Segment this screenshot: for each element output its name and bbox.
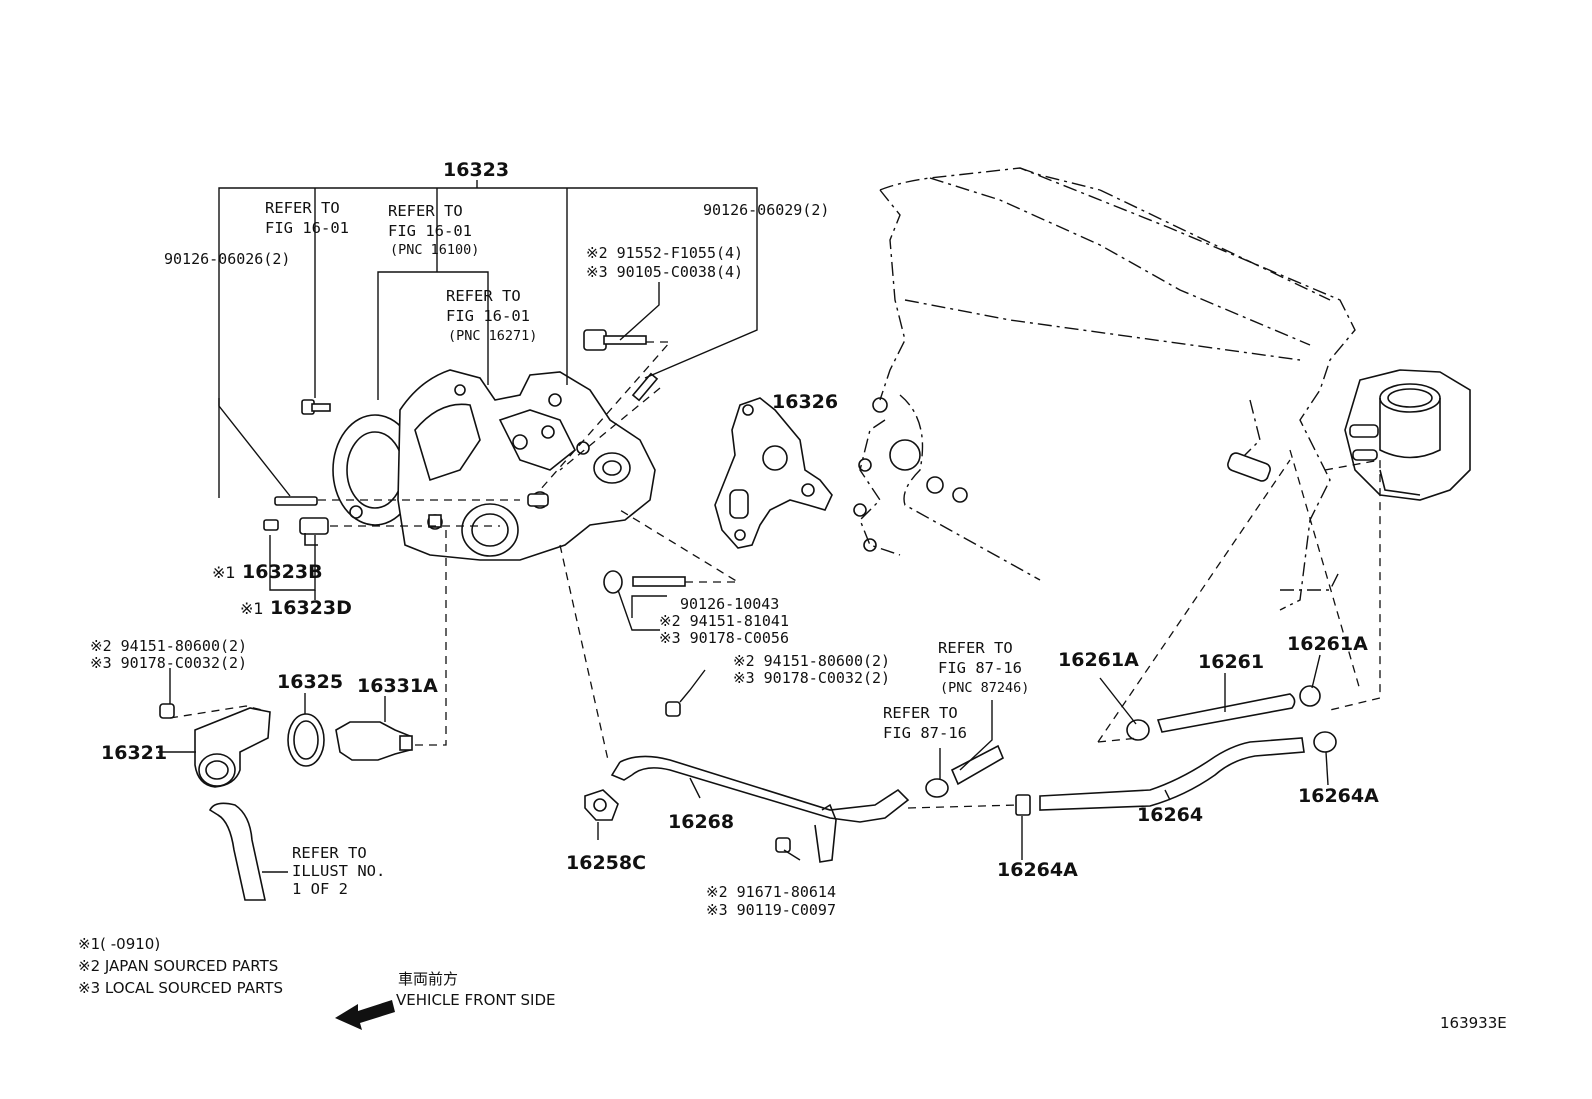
part-16268-label: 16268 — [668, 811, 734, 833]
legend-note-1: ※1( -0910) — [78, 935, 160, 953]
code-90126-06026: 90126-06026(2) — [164, 250, 290, 268]
code-94151-81041: ※2 94151-81041 — [659, 612, 789, 630]
engine-block-outline — [853, 167, 1356, 611]
code-90126-06029: 90126-06029(2) — [703, 201, 829, 219]
legend-note-2: ※2 JAPAN SOURCED PARTS — [78, 957, 278, 975]
ref-line: REFER TO — [883, 704, 958, 722]
ref-fig-87-16-b: REFER TO FIG 87-16 — [883, 704, 967, 742]
ref-line: (PNC 16271) — [448, 328, 537, 344]
part-16321-label: 16321 — [101, 742, 167, 764]
ref-fig-16-01-b: REFER TO FIG 16-01 (PNC 16100) — [388, 202, 479, 258]
ref-illust-1-of-2: REFER TO ILLUST NO. 1 OF 2 — [292, 844, 385, 898]
part-16326-label: 16326 — [772, 391, 838, 413]
ref-line: REFER TO — [388, 202, 463, 220]
ref-line: REFER TO — [446, 287, 521, 305]
code-94151-80600-a: ※2 94151-80600(2) — [90, 637, 247, 655]
legend-note-3: ※3 LOCAL SOURCED PARTS — [78, 979, 283, 997]
part-16264A-right-label: 16264A — [1298, 785, 1379, 807]
part-16264-label: 16264 — [1137, 804, 1203, 826]
figure-id: 163933E — [1440, 1014, 1507, 1032]
code-90105-C0038: ※3 90105-C0038(4) — [586, 263, 743, 281]
code-90126-10043: 90126-10043 — [680, 595, 779, 613]
hoses — [925, 685, 1337, 816]
part-16323D-label: 16323D — [270, 597, 352, 619]
ref-line: (PNC 16100) — [390, 242, 479, 258]
direction-label-jp: 車両前方 — [398, 970, 458, 988]
part-16325-label: 16325 — [277, 671, 343, 693]
ref-line: FIG 16-01 — [265, 219, 349, 237]
ref-fig-16-01-a: REFER TO FIG 16-01 — [265, 199, 349, 237]
ref-line: 1 OF 2 — [292, 880, 348, 898]
part-16261A-right-label: 16261A — [1287, 633, 1368, 655]
ref-line: ILLUST NO. — [292, 862, 385, 880]
code-91552-F1055: ※2 91552-F1055(4) — [586, 244, 743, 262]
ref-line: REFER TO — [265, 199, 340, 217]
code-90178-C0056: ※3 90178-C0056 — [659, 629, 789, 647]
code-94151-80600-b: ※2 94151-80600(2) — [733, 652, 890, 670]
gasket-16326 — [714, 397, 833, 549]
leader-lines — [158, 180, 1329, 873]
ref-line: FIG 16-01 — [446, 307, 530, 325]
throttle-body — [1344, 369, 1471, 501]
thermostat-group — [159, 703, 413, 901]
part-16323B-mark: ※1 — [212, 563, 236, 582]
code-90119-C0097: ※3 90119-C0097 — [706, 901, 836, 919]
part-16323-label: 16323 — [443, 159, 509, 181]
water-pipe-16268 — [584, 701, 910, 863]
ref-line: REFER TO — [938, 639, 1013, 657]
part-16261A-left-label: 16261A — [1058, 649, 1139, 671]
code-90178-C0032-b: ※3 90178-C0032(2) — [733, 669, 890, 687]
part-16331A-label: 16331A — [357, 675, 438, 697]
vehicle-front-arrow-icon — [335, 1000, 395, 1030]
ref-line: FIG 87-16 — [938, 659, 1022, 677]
ref-line: REFER TO — [292, 844, 367, 862]
ref-line: (PNC 87246) — [940, 680, 1029, 696]
part-16323B-label: 16323B — [242, 561, 323, 583]
fasteners — [263, 329, 686, 594]
part-16261-label: 16261 — [1198, 651, 1264, 673]
part-16264A-center-label: 16264A — [997, 859, 1078, 881]
ref-line: FIG 87-16 — [883, 724, 967, 742]
code-91671-80614: ※2 91671-80614 — [706, 883, 836, 901]
direction-label-en: VEHICLE FRONT SIDE — [396, 991, 556, 1009]
part-16258C-label: 16258C — [566, 852, 646, 874]
dashed-connections — [169, 341, 1381, 809]
ref-line: FIG 16-01 — [388, 222, 472, 240]
water-pump-housing — [332, 369, 656, 561]
code-90178-C0032-a: ※3 90178-C0032(2) — [90, 654, 247, 672]
ref-fig-87-16-a: REFER TO FIG 87-16 (PNC 87246) — [938, 639, 1029, 696]
ref-fig-16-01-c: REFER TO FIG 16-01 (PNC 16271) — [446, 287, 537, 344]
part-16323D-mark: ※1 — [240, 599, 264, 618]
